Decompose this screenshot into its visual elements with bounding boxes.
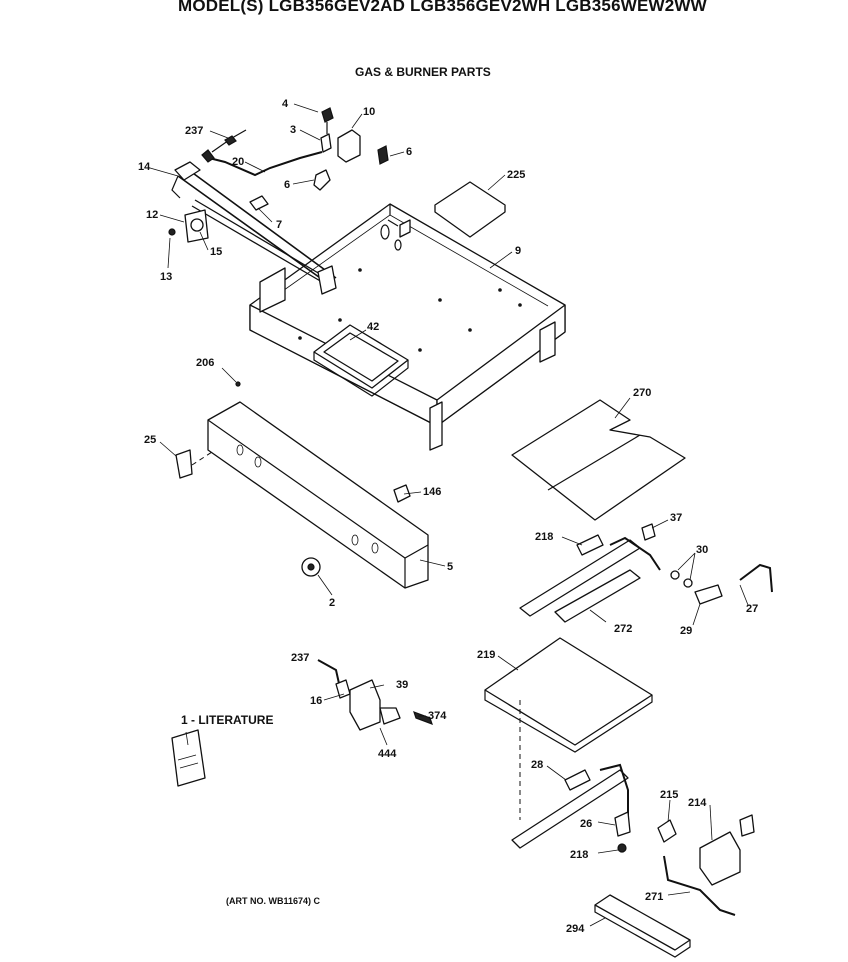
callout-6-left: 6: [284, 179, 290, 191]
elbow-part: [313, 169, 331, 191]
callout-12: 12: [146, 209, 158, 221]
callout-7: 7: [276, 219, 282, 231]
callout-6-right: 6: [406, 146, 412, 158]
bracket-215-part: [657, 819, 677, 843]
callout-39: 39: [396, 679, 408, 691]
callout-218-upper: 218: [535, 531, 553, 543]
fitting-part: [201, 129, 247, 163]
callout-2: 2: [329, 597, 335, 609]
callout-29: 29: [680, 625, 692, 637]
leader-lines: [149, 103, 749, 927]
callout-374: 374: [428, 710, 447, 722]
regulator-part: [337, 129, 361, 163]
tubing-27-part: [739, 563, 773, 593]
orifice-part: [320, 107, 334, 153]
bracket-part: [434, 181, 506, 238]
callout-272: 272: [614, 623, 632, 635]
gas-tubing-part: [204, 151, 323, 177]
callout-13: 13: [160, 271, 172, 283]
callout-28: 28: [531, 759, 543, 771]
callout-294: 294: [566, 923, 585, 935]
fitting-6-part: [377, 145, 389, 165]
callout-14: 14: [138, 161, 151, 173]
literature-booklet-icon: [171, 729, 206, 787]
callout-214: 214: [688, 797, 707, 809]
manifold-part: [168, 161, 337, 295]
callout-270: 270: [633, 387, 651, 399]
callout-20: 20: [232, 156, 244, 168]
callout-25: 25: [144, 434, 156, 446]
burner-box-part: [249, 203, 566, 451]
callout-30: 30: [696, 544, 708, 556]
callout-26: 26: [580, 818, 592, 830]
elbow-29-part: [694, 584, 723, 605]
callout-37: 37: [670, 512, 682, 524]
callout-444: 444: [378, 748, 397, 760]
callout-15: 15: [210, 246, 222, 258]
orifice-218-part: [617, 843, 627, 853]
callout-215: 215: [660, 789, 678, 801]
callout-146: 146: [423, 486, 441, 498]
callout-16: 16: [310, 695, 322, 707]
burner-upper-part: [519, 534, 661, 623]
callout-9: 9: [515, 245, 521, 257]
callout-218-lower: 218: [570, 849, 588, 861]
clip-25-part: [175, 449, 193, 479]
callout-4: 4: [282, 98, 289, 110]
orifice-30-part: [670, 570, 680, 580]
tubing-271-part: [663, 855, 736, 916]
callout-206: 206: [196, 357, 214, 369]
callout-10: 10: [363, 106, 375, 118]
vent-plate-part: [313, 324, 409, 397]
callout-numbers: 4 10 237 3 6 14 20 6 225 12 7 15 13 9 42…: [138, 98, 758, 935]
lower-shield-part: [484, 637, 653, 753]
callout-237-top: 237: [185, 125, 203, 137]
callout-225: 225: [507, 169, 525, 181]
art-number: (ART NO. WB11674) C: [226, 896, 321, 906]
grommet-part: [393, 484, 411, 503]
callout-5: 5: [447, 561, 453, 573]
clip-part: [249, 195, 269, 211]
callout-237-valve: 237: [291, 652, 309, 664]
callout-27: 27: [746, 603, 758, 615]
model-title: MODEL(S) LGB356GEV2AD LGB356GEV2WH LGB35…: [178, 0, 707, 15]
callout-3: 3: [290, 124, 296, 136]
burner-lower-part: [511, 763, 631, 849]
rail-294-part: [594, 894, 691, 958]
shield-part: [511, 399, 686, 521]
section-title: GAS & BURNER PARTS: [355, 65, 491, 79]
clip-37-part: [641, 523, 656, 541]
front-panel-part: [207, 401, 429, 589]
callout-219: 219: [477, 649, 495, 661]
callout-42: 42: [367, 321, 379, 333]
literature-label: 1 - LITERATURE: [181, 713, 274, 727]
screw-part: [235, 381, 241, 387]
callout-271: 271: [645, 891, 663, 903]
valve-214-part: [699, 831, 741, 886]
valve-assembly-part: [317, 659, 433, 731]
